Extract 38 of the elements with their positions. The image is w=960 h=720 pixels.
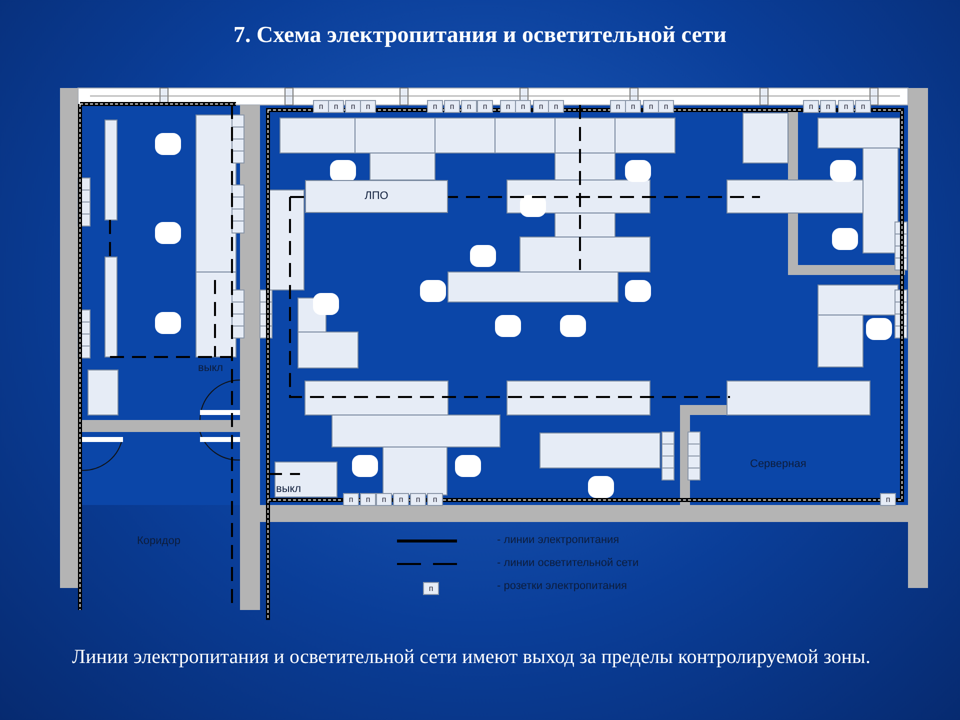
legend-text: - линии электропитания [497,534,620,546]
socket: п [427,493,443,506]
socket: п [343,493,359,506]
switch-label: выкл [276,483,302,495]
room-label: Коридор [137,535,180,547]
socket: п [461,100,477,113]
switch-label: выкл [198,362,224,374]
socket: п [360,493,376,506]
legend-text: - линии осветительной сети [497,557,639,569]
socket: п [328,100,344,113]
socket: п [610,100,626,113]
desk: ЛПО [305,180,448,213]
socket: п [803,100,819,113]
socket: п [533,100,549,113]
socket: п [820,100,836,113]
caption: Линии электропитания и осветительной сети имеют выход за пределы контролируемой зоны. [72,645,872,670]
socket: п [410,493,426,506]
title: 7. Схема электропитания и осветительной сети [232,22,728,48]
socket: п [625,100,641,113]
socket-sample: п [423,582,439,595]
socket: п [838,100,854,113]
socket: п [360,100,376,113]
socket: п [393,493,409,506]
socket: п [855,100,871,113]
socket: п [643,100,659,113]
socket: п [500,100,516,113]
socket: п [345,100,361,113]
socket: п [880,493,896,506]
socket: п [548,100,564,113]
room-label: Серверная [750,458,806,470]
socket: п [444,100,460,113]
socket: п [313,100,329,113]
socket: п [515,100,531,113]
socket: п [376,493,392,506]
socket: п [427,100,443,113]
socket: п [658,100,674,113]
socket: п [477,100,493,113]
legend-text: - розетки электропитания [497,580,627,592]
